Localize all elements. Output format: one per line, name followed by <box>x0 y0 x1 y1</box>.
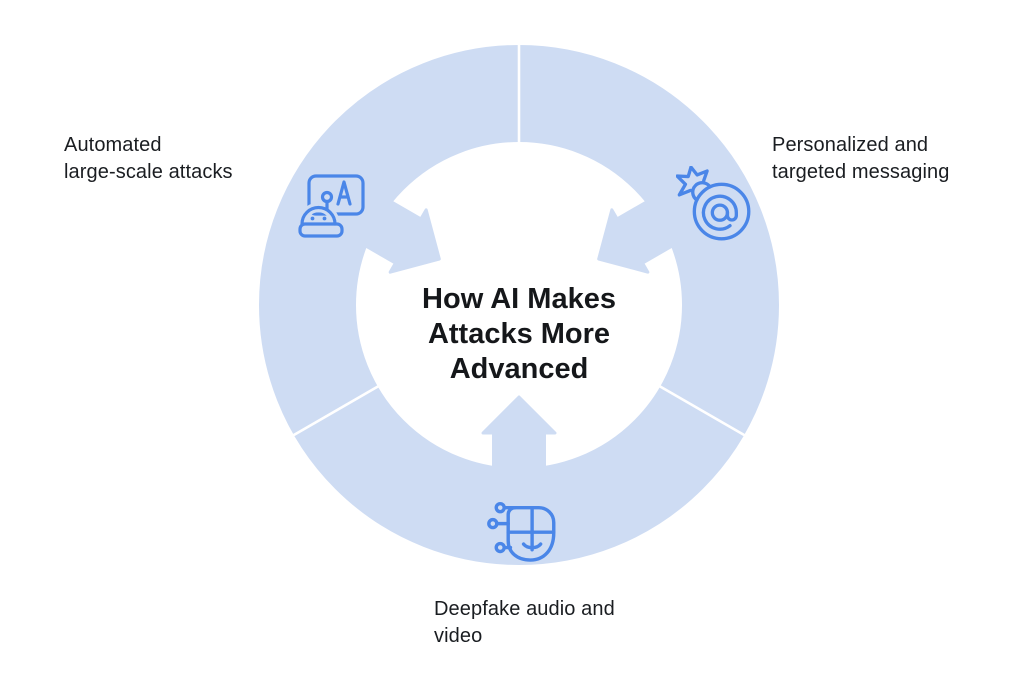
center-title-line: Advanced <box>449 353 589 385</box>
segment-divider-bottom-right <box>655 382 749 439</box>
center-title-line: Attacks More <box>427 318 611 350</box>
label-line: Automated <box>64 134 162 156</box>
label-line: video <box>434 625 483 647</box>
segment-divider-bottom-left <box>289 382 383 439</box>
label-personalized-targeted-messaging: Personalized and targeted messaging <box>772 132 949 186</box>
label-line: Deepfake audio and <box>434 598 615 620</box>
label-line: large-scale attacks <box>64 161 233 183</box>
deepfake-face-icon <box>487 501 556 562</box>
center-title-line: How AI Makes <box>422 283 616 315</box>
inward-arrow-top-left <box>301 163 441 274</box>
label-line: Personalized and <box>772 134 929 156</box>
center-title: How AI Makes Attacks More Advanced <box>309 282 729 387</box>
label-automated-large-scale-attacks: Automated large-scale attacks <box>64 132 233 186</box>
label-line: targeted messaging <box>772 161 950 183</box>
label-deepfake-audio-video: Deepfake audio and video <box>434 596 615 650</box>
segment-dividers <box>289 41 749 439</box>
robot-translate-icon <box>297 174 365 241</box>
message-bomb-icon <box>676 166 751 241</box>
